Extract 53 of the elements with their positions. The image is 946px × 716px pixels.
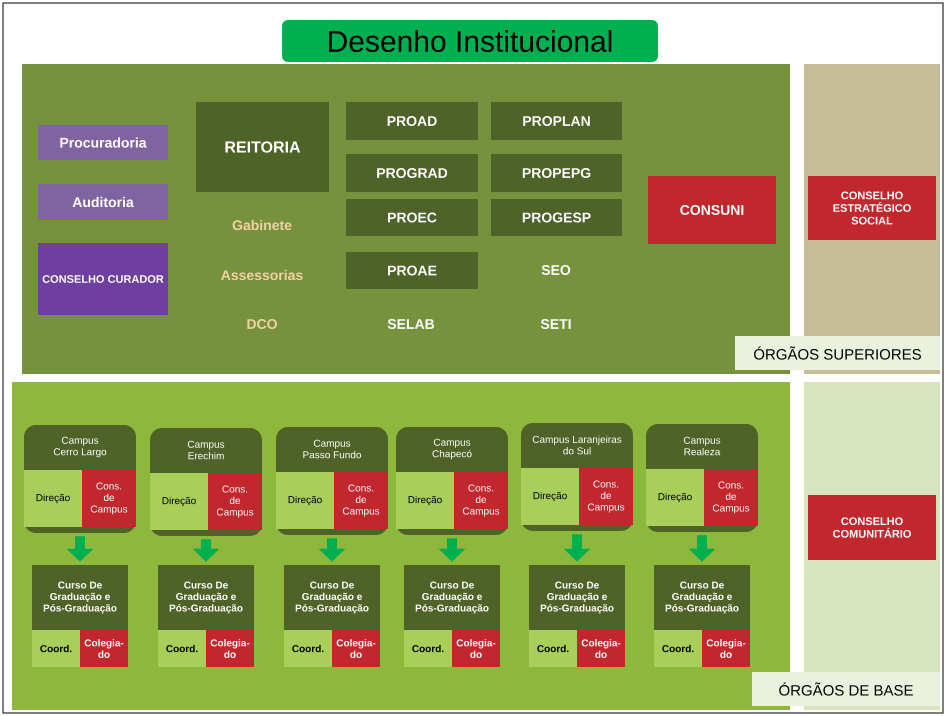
council-cell: Cons. de Campus xyxy=(454,472,508,529)
collegiate-cell: Colegia- do xyxy=(577,630,625,667)
collegiate-cell: Colegia- do xyxy=(702,630,750,667)
office-box: PROEC xyxy=(346,199,478,236)
direction-cell: Direção xyxy=(276,472,334,529)
section-tag: ÓRGÃOS SUPERIORES xyxy=(735,336,940,370)
direction-cell: Direção xyxy=(521,468,579,525)
course-box: Curso De Graduação e Pós-Graduação xyxy=(529,565,625,630)
unit-label: SEO xyxy=(542,265,570,275)
collegiate-cell: Colegia- do xyxy=(452,630,500,667)
unit-label: DCO xyxy=(247,319,277,329)
unit-label: Assessorias xyxy=(221,270,303,280)
council-box: CONSELHO CURADOR xyxy=(38,243,168,315)
title-banner: Desenho Institucional xyxy=(282,20,658,62)
office-box: PROPLAN xyxy=(491,102,622,140)
coordination-cell: Coord. xyxy=(404,630,452,667)
council-box: CONSELHO COMUNITÁRIO xyxy=(808,495,936,560)
office-box: PROGRAD xyxy=(346,154,478,192)
coordination-cell: Coord. xyxy=(529,630,577,667)
direction-cell: Direção xyxy=(396,472,454,529)
course-box: Curso De Graduação e Pós-Graduação xyxy=(654,565,750,630)
collegiate-cell: Colegia- do xyxy=(80,630,128,667)
office-box: PROGESP xyxy=(491,199,622,236)
side-box: Procuradoria xyxy=(38,125,168,160)
collegiate-cell: Colegia- do xyxy=(332,630,380,667)
direction-cell: Direção xyxy=(24,470,82,527)
council-cell: Cons. de Campus xyxy=(704,469,758,526)
coordination-cell: Coord. xyxy=(654,630,702,667)
section-tag: ÓRGÃOS DE BASE xyxy=(752,672,940,706)
direction-cell: Direção xyxy=(646,469,704,526)
direction-cell: Direção xyxy=(150,473,208,530)
council-box: CONSELHO ESTRATÉGICO SOCIAL xyxy=(808,176,936,240)
course-box: Curso De Graduação e Pós-Graduação xyxy=(284,565,380,630)
unit-label: Gabinete xyxy=(232,220,292,230)
office-box: PROAD xyxy=(346,102,478,140)
coordination-cell: Coord. xyxy=(32,630,80,667)
collegiate-cell: Colegia- do xyxy=(206,630,254,667)
coordination-cell: Coord. xyxy=(284,630,332,667)
council-cell: Cons. de Campus xyxy=(82,470,136,527)
side-box: Auditoria xyxy=(38,184,168,220)
council-box: CONSUNI xyxy=(648,176,776,244)
office-box: PROPEPG xyxy=(491,154,622,192)
council-cell: Cons. de Campus xyxy=(208,473,262,530)
office-box: PROAE xyxy=(346,252,478,289)
unit-label: SETI xyxy=(540,319,571,329)
course-box: Curso De Graduação e Pós-Graduação xyxy=(404,565,500,630)
council-cell: Cons. de Campus xyxy=(334,472,388,529)
course-box: Curso De Graduação e Pós-Graduação xyxy=(32,565,128,630)
course-box: Curso De Graduação e Pós-Graduação xyxy=(158,565,254,630)
rectorate-box: REITORIA xyxy=(196,102,329,192)
coordination-cell: Coord. xyxy=(158,630,206,667)
council-cell: Cons. de Campus xyxy=(579,468,633,525)
unit-label: SELAB xyxy=(388,319,434,329)
